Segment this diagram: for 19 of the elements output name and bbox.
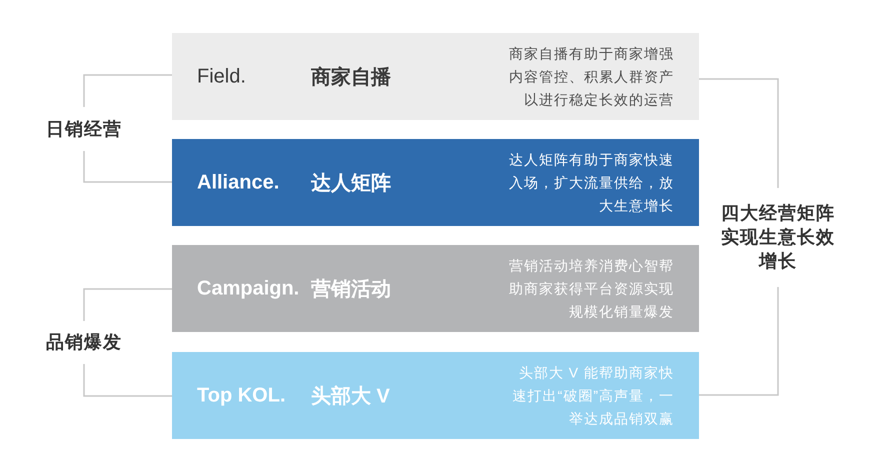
- band-description: 营销活动培养消费心智帮助商家获得平台资源实现规模化销量爆发: [508, 256, 674, 321]
- group-label: 日销经营: [46, 118, 122, 141]
- band-subtitle: 达人矩阵: [311, 171, 391, 196]
- band-subtitle: 头部大 V: [311, 384, 390, 409]
- band-title: Top KOL.: [197, 384, 286, 407]
- category-band: [172, 352, 699, 439]
- band-title: Campaign.: [197, 277, 300, 300]
- band-title: Alliance.: [197, 171, 280, 194]
- band-description: 商家自播有助于商家增强内容管控、积累人群资产以进行稳定长效的运营: [508, 44, 674, 109]
- category-band: [172, 33, 699, 120]
- category-band: [172, 139, 699, 226]
- category-band: [172, 245, 699, 332]
- band-subtitle: 营销活动: [311, 277, 391, 302]
- group-label: 品销爆发: [46, 331, 122, 354]
- band-description: 头部大 V 能帮助商家快速打出“破圈”高声量，一举达成品销双赢: [512, 363, 674, 428]
- band-description: 达人矩阵有助于商家快速入场，扩大流量供给，放大生意增长: [508, 150, 674, 215]
- band-subtitle: 商家自播: [311, 65, 391, 90]
- summary-label: 四大经营矩阵实现生意长效增长: [720, 202, 836, 273]
- band-title: Field.: [197, 65, 246, 88]
